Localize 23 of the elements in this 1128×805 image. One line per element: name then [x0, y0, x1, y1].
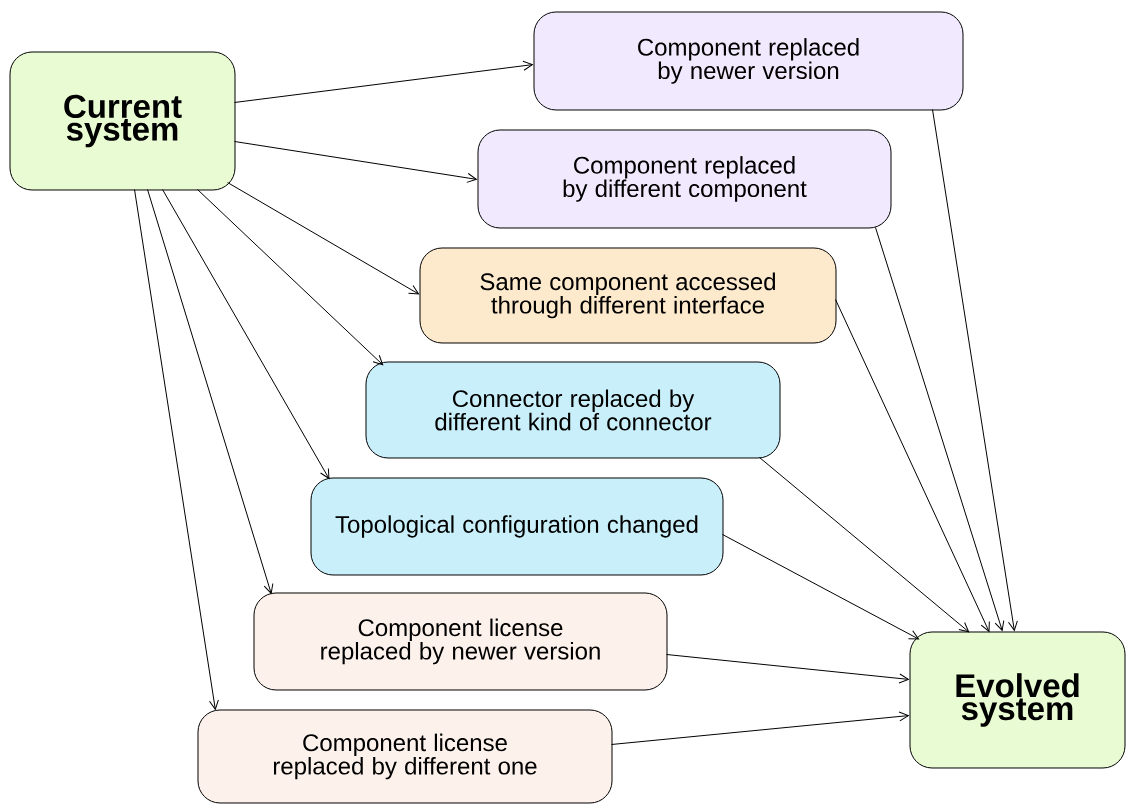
arrow: [835, 299, 990, 632]
system-box: Current system: [9, 51, 236, 191]
arrow: [197, 189, 384, 366]
arrow: [147, 189, 274, 594]
change-box: Connector replaced by different kind of connector: [365, 361, 781, 459]
system-box: Evolved system: [909, 631, 1126, 769]
change-box: Component replaced by newer version: [533, 11, 964, 111]
arrow: [234, 60, 533, 103]
arrow: [759, 457, 970, 633]
arrow: [611, 711, 909, 745]
arrow: [234, 141, 477, 183]
arrow: [932, 109, 1018, 631]
change-box: Same component accessed through different interface: [419, 247, 837, 344]
change-box: Component license replaced by different one: [197, 709, 613, 804]
change-box: Component license replaced by newer version: [253, 592, 668, 691]
change-box: Topological configuration changed: [310, 477, 724, 576]
arrow: [722, 534, 919, 640]
arrow: [875, 227, 1005, 631]
arrow: [227, 182, 420, 295]
arrow: [162, 189, 330, 480]
arrow: [666, 654, 909, 684]
change-box: Component replaced by different component: [477, 129, 892, 229]
arrow: [134, 189, 219, 710]
